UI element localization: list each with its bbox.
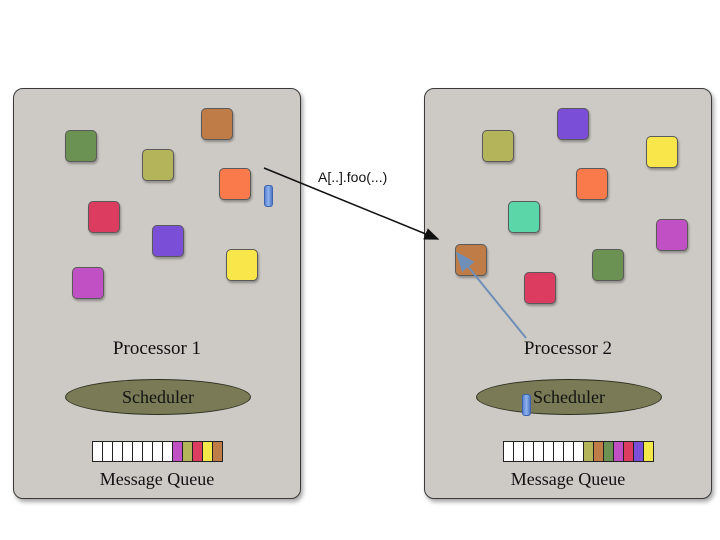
queue-slot [173,442,183,461]
message-token [264,185,273,207]
queue-slot [133,442,143,461]
object-box [65,130,97,162]
object-box [88,201,120,233]
queue-slot [614,442,624,461]
processor-1-panel: Processor 1 Scheduler Message Queue [13,88,301,499]
scheduler: Scheduler [476,379,662,415]
message-queue [503,441,654,462]
queue-slot [584,442,594,461]
object-box [482,130,514,162]
object-box [576,168,608,200]
queue-slot [163,442,173,461]
message-queue-label: Message Queue [99,469,215,489]
object-box [656,219,688,251]
queue-slot [594,442,604,461]
message-queue-label: Message Queue [510,469,626,489]
queue-slot [514,442,524,461]
queue-slot [604,442,614,461]
queue-slot [524,442,534,461]
queue-slot [103,442,113,461]
object-box [201,108,233,140]
queue-slot [153,442,163,461]
object-box [152,225,184,257]
queue-slot [554,442,564,461]
scheduler-label: Scheduler [122,386,194,407]
remote-call-label: A[..].foo(...) [318,169,388,185]
object-box [508,201,540,233]
object-box [226,249,258,281]
object-box [557,108,589,140]
object-box [646,136,678,168]
queue-slot [213,442,222,461]
scheduler: Scheduler [65,379,251,415]
queue-slot [634,442,644,461]
queue-slot [564,442,574,461]
queue-slot [534,442,544,461]
queue-slot [113,442,123,461]
queue-slot [123,442,133,461]
processor-label: Processor 2 [523,338,613,359]
scheduler-label: Scheduler [533,386,605,407]
remote-call-arrow [263,167,440,240]
object-box [219,168,251,200]
queue-slot [143,442,153,461]
processor-2-panel: Processor 2 Scheduler Message Queue [424,88,712,499]
object-box [72,267,104,299]
dispatch-arrow [455,251,527,339]
queue-slot [193,442,203,461]
queue-slot [203,442,213,461]
queue-slot [93,442,103,461]
message-queue [92,441,223,462]
queue-slot [183,442,193,461]
object-box [524,272,556,304]
object-box [142,149,174,181]
queue-slot [504,442,514,461]
queue-slot [624,442,634,461]
processor-label: Processor 1 [112,338,202,359]
object-box [592,249,624,281]
queue-slot [574,442,584,461]
message-token [522,394,531,416]
queue-slot [644,442,653,461]
queue-slot [544,442,554,461]
